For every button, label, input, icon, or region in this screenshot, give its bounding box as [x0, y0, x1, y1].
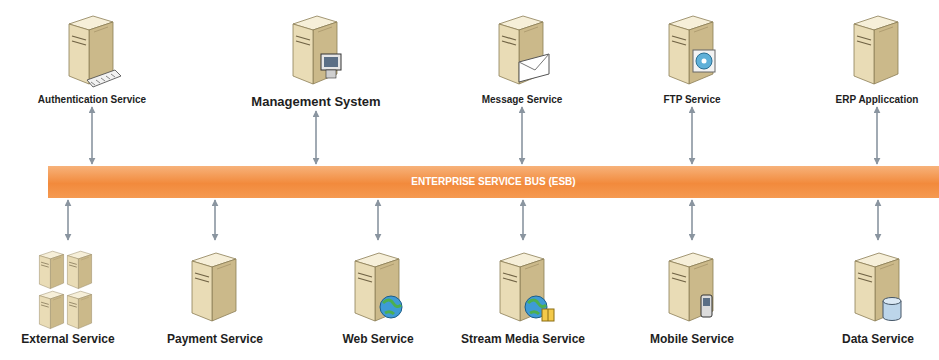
service-label: ERP Appliccation — [833, 94, 922, 105]
server-icon — [281, 6, 351, 94]
bus-connector — [876, 107, 878, 164]
server-node: Web Service — [339, 242, 417, 346]
bus-connector — [91, 107, 93, 164]
service-label: External Service — [18, 332, 118, 346]
server-node: ERP Appliccation — [833, 6, 922, 105]
bus-connector — [691, 200, 693, 240]
service-label: Payment Service — [164, 332, 267, 346]
server-node: Management System — [248, 6, 384, 109]
bus-connector — [521, 107, 523, 164]
service-label: Stream Media Service — [458, 332, 589, 346]
server-icon — [843, 242, 913, 332]
server-node: FTP Service — [654, 6, 730, 105]
service-bus: ENTERPRISE SERVICE BUS (ESB) — [48, 166, 939, 198]
service-label: Mobile Service — [647, 332, 738, 346]
server-node: Mobile Service — [647, 242, 738, 346]
server-node: Authentication Service — [35, 6, 150, 105]
server-node: External Service — [18, 242, 118, 346]
server-node: Message Service — [479, 6, 566, 105]
service-label: Data Service — [839, 332, 918, 346]
bus-connector — [691, 107, 693, 164]
server-icon — [488, 242, 558, 332]
bus-connector — [522, 200, 524, 240]
service-label: Management System — [248, 94, 384, 109]
server-node: Data Service — [839, 242, 918, 346]
service-label: Authentication Service — [35, 94, 150, 105]
service-label: FTP Service — [654, 94, 730, 105]
bus-connector — [214, 200, 216, 240]
server-icon — [657, 6, 727, 94]
bus-connector — [877, 200, 879, 240]
bus-connector — [377, 200, 379, 240]
server-icon — [657, 242, 727, 332]
server-node: Payment Service — [164, 242, 267, 346]
server-icon — [842, 6, 912, 94]
bus-connector — [315, 111, 317, 164]
server-icon — [180, 242, 250, 332]
service-label: Web Service — [339, 332, 417, 346]
server-icon — [33, 242, 103, 332]
service-label: Message Service — [479, 94, 566, 105]
server-icon — [343, 242, 413, 332]
bus-label: ENTERPRISE SERVICE BUS (ESB) — [48, 166, 939, 198]
bus-connector — [67, 200, 69, 240]
server-icon — [487, 6, 557, 94]
server-icon — [57, 6, 127, 94]
server-node: Stream Media Service — [458, 242, 589, 346]
